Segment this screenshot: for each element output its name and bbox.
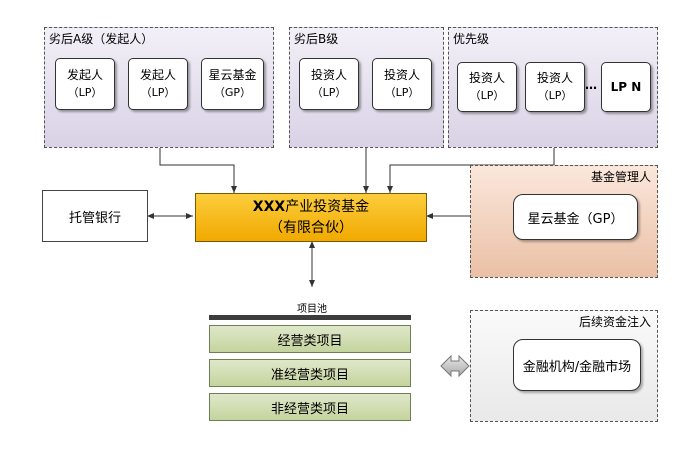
fund-name: XXX产业投资基金 (253, 197, 369, 218)
priority-group: 优先级 投资人 （LP） 投资人 （LP） … LP N (448, 27, 658, 148)
junior-b-group: 劣后B级 投资人 （LP） 投资人 （LP） (289, 27, 444, 148)
junior-a-title: 劣后A级（发起人） (49, 32, 154, 46)
fund-manager-box[interactable]: 星云基金（GP） (513, 194, 638, 240)
more-investors-ellipsis: … (585, 78, 597, 92)
member-investor-b2[interactable]: 投资人 （LP） (372, 58, 432, 110)
fund-manager-group: 基金管理人 星云基金（GP） (470, 165, 658, 278)
member-sponsor-2[interactable]: 发起人 （LP） (128, 58, 188, 110)
project-pool-label: 项目池 (297, 304, 327, 315)
member-sponsor-1[interactable]: 发起人 （LP） (55, 58, 115, 110)
fund-form: （有限合伙） (269, 219, 353, 236)
later-funding-title: 后续资金注入 (578, 315, 651, 329)
custodian-bank-box[interactable]: 托管银行 (42, 190, 148, 242)
member-name: 星云基金 (208, 68, 257, 82)
project-pool-bar (209, 315, 411, 320)
member-name: 发起人 (139, 68, 176, 82)
financial-market-box[interactable]: 金融机构/金融市场 (513, 339, 641, 391)
member-type: （LP） (384, 86, 420, 99)
fund-box[interactable]: XXX产业投资基金 （有限合伙） (195, 193, 427, 242)
member-type: （LP） (469, 89, 505, 102)
member-investor-p2[interactable]: 投资人 （LP） (525, 62, 585, 112)
member-type: （LP） (140, 86, 176, 99)
member-lp-n[interactable]: LP N (601, 62, 651, 112)
member-type: （LP） (537, 89, 573, 102)
member-name: 投资人 (468, 71, 505, 85)
junior-a-group: 劣后A级（发起人） 发起人 （LP） 发起人 （LP） 星云基金 （GP） (44, 27, 274, 148)
project-quasi-operating[interactable]: 准经营类项目 (209, 359, 411, 387)
member-investor-p1[interactable]: 投资人 （LP） (457, 62, 517, 112)
junior-b-title: 劣后B级 (294, 32, 339, 46)
project-non-operating[interactable]: 非经营类项目 (209, 393, 411, 421)
fund-name-prefix: XXX (252, 198, 286, 215)
member-type: （LP） (67, 86, 103, 99)
member-name: 投资人 (536, 71, 573, 85)
member-type: （GP） (213, 86, 252, 99)
project-operating[interactable]: 经营类项目 (209, 325, 411, 353)
priority-title: 优先级 (453, 32, 490, 46)
fund-name-rest: 产业投资基金 (285, 198, 370, 215)
connector-junior-a (159, 148, 237, 193)
member-investor-b1[interactable]: 投资人 （LP） (299, 58, 359, 110)
member-xingyun-gp[interactable]: 星云基金 （GP） (201, 58, 264, 110)
member-name: LP N (610, 80, 642, 94)
member-name: 发起人 (66, 68, 103, 82)
member-name: 投资人 (383, 68, 420, 82)
later-funding-group: 后续资金注入 金融机构/金融市场 (470, 310, 658, 422)
member-type: （LP） (311, 86, 347, 99)
fund-manager-title: 基金管理人 (590, 170, 651, 184)
member-name: 投资人 (310, 68, 347, 82)
